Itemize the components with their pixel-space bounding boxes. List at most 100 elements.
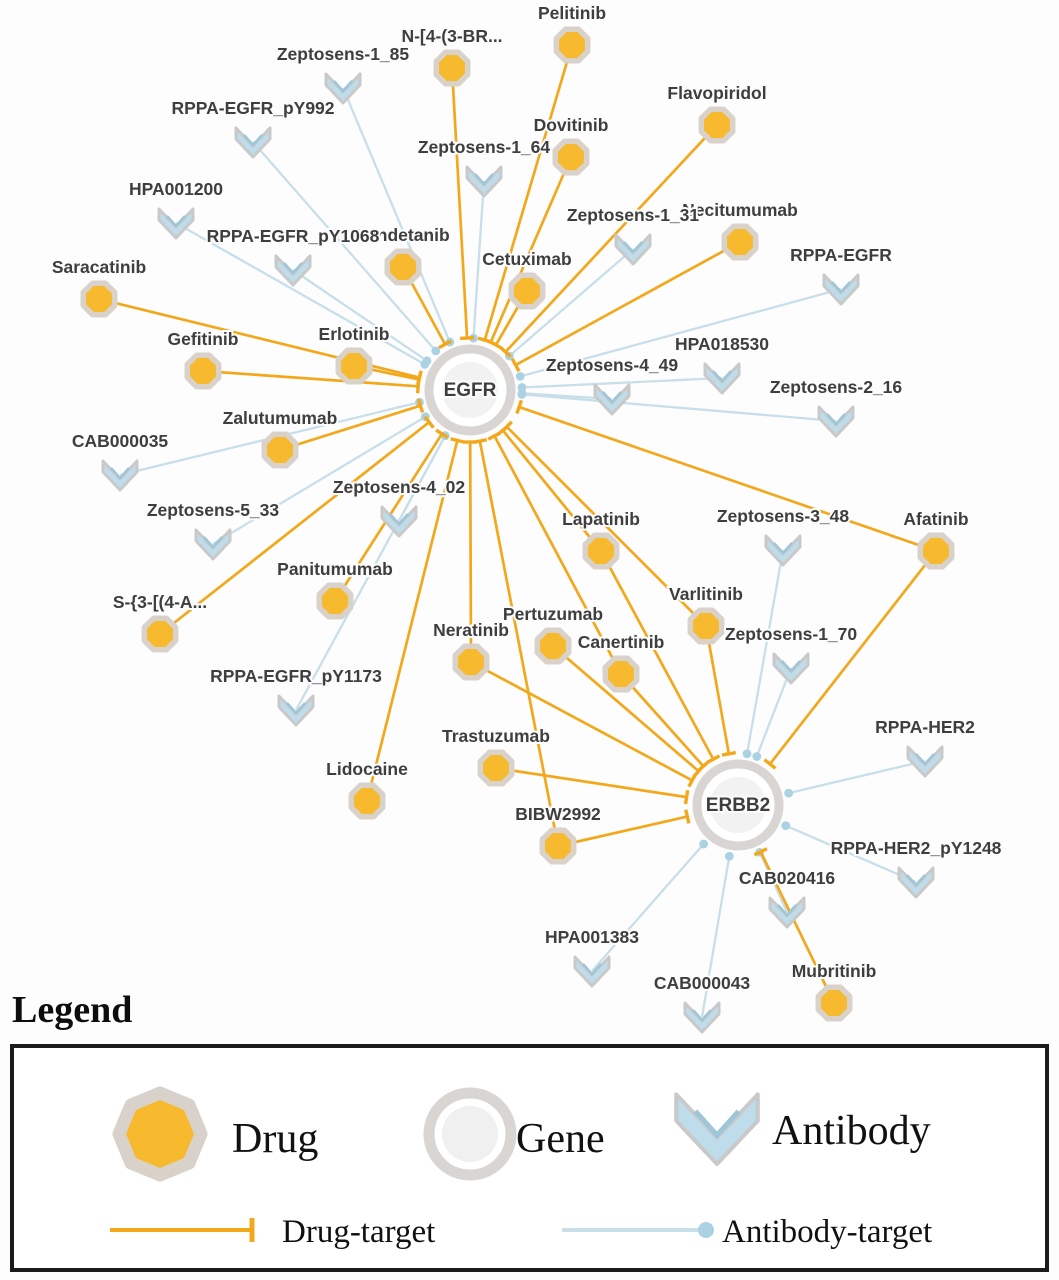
antibody-node-rppa-her2-py1248[interactable] <box>897 866 935 899</box>
drug-node-zalutumumab[interactable] <box>261 431 299 469</box>
drug-edge-tee <box>687 773 697 788</box>
drug-target-edge-s-3-4-a <box>159 421 430 636</box>
drug-label-panitumumab: Panitumumab <box>277 559 393 579</box>
drug-label-lapatinib: Lapatinib <box>562 509 640 529</box>
antibody-node-rppa-egfr-py992[interactable] <box>234 126 272 159</box>
drug-node-erlotinib[interactable] <box>335 347 373 385</box>
antibody-node-zeptosens-1-31[interactable] <box>614 233 652 266</box>
drug-octagon <box>552 138 590 176</box>
drug-label-erlotinib: Erlotinib <box>319 324 390 344</box>
antibody-label-hpa001383: HPA001383 <box>545 927 639 947</box>
gene-legend-label: Gene <box>516 1116 605 1162</box>
antibody-node-hpa001383[interactable] <box>573 955 611 988</box>
gene-label-egfr: EGFR <box>444 380 497 401</box>
antibody-target-edge-zeptosens-1-64 <box>472 180 486 339</box>
antibody-target-legend-label: Antibody-target <box>722 1214 933 1250</box>
drug-node-gefitinib[interactable] <box>184 352 222 390</box>
antibody-node-cab000035[interactable] <box>101 459 139 492</box>
antibody-target-edge-zeptosens-1-31 <box>508 248 634 357</box>
antibody-node-rppa-egfr-py1068[interactable] <box>274 254 312 287</box>
drug-label-cetuximab: Cetuximab <box>482 249 571 269</box>
drug-target-edge-pertuzumab <box>552 644 700 773</box>
antibody-legend-icon <box>674 1092 760 1166</box>
drug-octagon <box>433 49 471 87</box>
antibody-chevron <box>817 405 855 438</box>
antibody-target-edge-rppa-egfr-py1068 <box>292 269 428 362</box>
drug-node-s-3-4-a[interactable] <box>141 615 179 653</box>
drug-target-edge-dovitinib <box>489 156 573 343</box>
drug-node-n-4-3-br[interactable] <box>433 49 471 87</box>
drug-target-edge-neratinib <box>468 441 473 663</box>
drug-node-pelitinib[interactable] <box>553 26 591 64</box>
antibody-node-zeptosens-4-49[interactable] <box>593 383 631 416</box>
antibody-target-edge-zeptosens-5-33 <box>212 415 426 545</box>
antibody-target-edge-zeptosens-1-70 <box>755 667 793 757</box>
drug-octagon <box>335 347 373 385</box>
drug-node-lapatinib[interactable] <box>582 532 620 570</box>
drug-octagon <box>384 248 422 286</box>
drug-target-edge-afatinib <box>768 550 938 765</box>
drug-label-s-3-4-a: S-{3-[(4-A... <box>113 592 207 612</box>
drug-node-trastuzumab[interactable] <box>477 749 515 787</box>
antibody-node-rppa-egfr[interactable] <box>822 273 860 306</box>
antibody-node-cab020416[interactable] <box>768 896 806 929</box>
antibody-node-zeptosens-4-02[interactable] <box>380 505 418 538</box>
drug-target-edge-afatinib <box>518 405 937 553</box>
antibody-label-rppa-egfr-py1173: RPPA-EGFR_pY1173 <box>210 666 382 686</box>
antibody-node-zeptosens-1-85[interactable] <box>324 72 362 105</box>
drug-node-vandetanib[interactable] <box>384 248 422 286</box>
drug-node-flavopiridol[interactable] <box>698 106 736 144</box>
antibody-chevron-inner <box>781 660 801 673</box>
drug-node-pertuzumab[interactable] <box>534 627 572 665</box>
drug-node-bibw2992[interactable] <box>539 827 577 865</box>
drug-target-edge-canertinib <box>493 435 623 675</box>
drug-node-cetuximab[interactable] <box>508 272 546 310</box>
drug-node-panitumumab[interactable] <box>316 582 354 620</box>
antibody-node-rppa-egfr-py1173[interactable] <box>277 694 315 727</box>
drug-node-canertinib[interactable] <box>602 655 640 693</box>
antibody-chevron-inner <box>166 215 186 228</box>
antibody-edge-dot <box>699 839 709 849</box>
gene-node-erbb2[interactable] <box>692 759 784 851</box>
drug-label-necitumumab: Necitumumab <box>682 200 798 220</box>
antibody-label-rppa-her2: RPPA-HER2 <box>875 717 975 737</box>
drug-label-gefitinib: Gefitinib <box>168 329 239 349</box>
antibody-chevron <box>768 896 806 929</box>
antibody-node-hpa001200[interactable] <box>157 207 195 240</box>
antibody-node-hpa018530[interactable] <box>703 362 741 395</box>
antibody-node-cab000043[interactable] <box>683 1001 721 1034</box>
antibody-label-cab000035: CAB000035 <box>72 431 169 451</box>
antibody-target-edge-zeptosens-1-85 <box>341 87 451 343</box>
drug-node-varlitinib[interactable] <box>687 607 725 645</box>
drug-octagon <box>553 26 591 64</box>
antibody-chevron <box>194 528 232 561</box>
antibody-chevron <box>573 955 611 988</box>
drug-octagon <box>698 106 736 144</box>
drug-octagon <box>582 532 620 570</box>
antibody-edge-dot <box>517 389 527 399</box>
antibody-node-zeptosens-5-33[interactable] <box>194 528 232 561</box>
antibody-node-zeptosens-3-48[interactable] <box>764 534 802 567</box>
drug-label-saracatinib: Saracatinib <box>52 257 146 277</box>
drug-node-saracatinib[interactable] <box>80 280 118 318</box>
antibody-edge-dot <box>431 346 441 356</box>
antibody-node-zeptosens-2-16[interactable] <box>817 405 855 438</box>
drug-node-necitumumab[interactable] <box>721 223 759 261</box>
drug-legend-label: Drug <box>232 1116 319 1162</box>
drug-node-lidocaine[interactable] <box>348 782 386 820</box>
antibody-edge-dot <box>752 752 762 761</box>
drug-node-neratinib[interactable] <box>452 643 490 681</box>
antibody-label-rppa-egfr: RPPA-EGFR <box>790 245 892 265</box>
drug-node-afatinib[interactable] <box>917 532 955 570</box>
drug-node-mubritinib[interactable] <box>815 984 853 1022</box>
antibody-node-rppa-her2[interactable] <box>906 745 944 778</box>
drug-octagon <box>316 582 354 620</box>
drug-edge-tee <box>753 847 768 857</box>
drug-node-dovitinib[interactable] <box>552 138 590 176</box>
antibody-label-zeptosens-1-85: Zeptosens-1_85 <box>277 44 410 64</box>
gene-node-egfr[interactable] <box>424 344 516 436</box>
antibody-node-zeptosens-1-70[interactable] <box>772 652 810 685</box>
drug-edge-tee <box>450 437 465 444</box>
antibody-node-zeptosens-1-64[interactable] <box>465 165 503 198</box>
drug-target-edge-neratinib <box>470 660 693 782</box>
